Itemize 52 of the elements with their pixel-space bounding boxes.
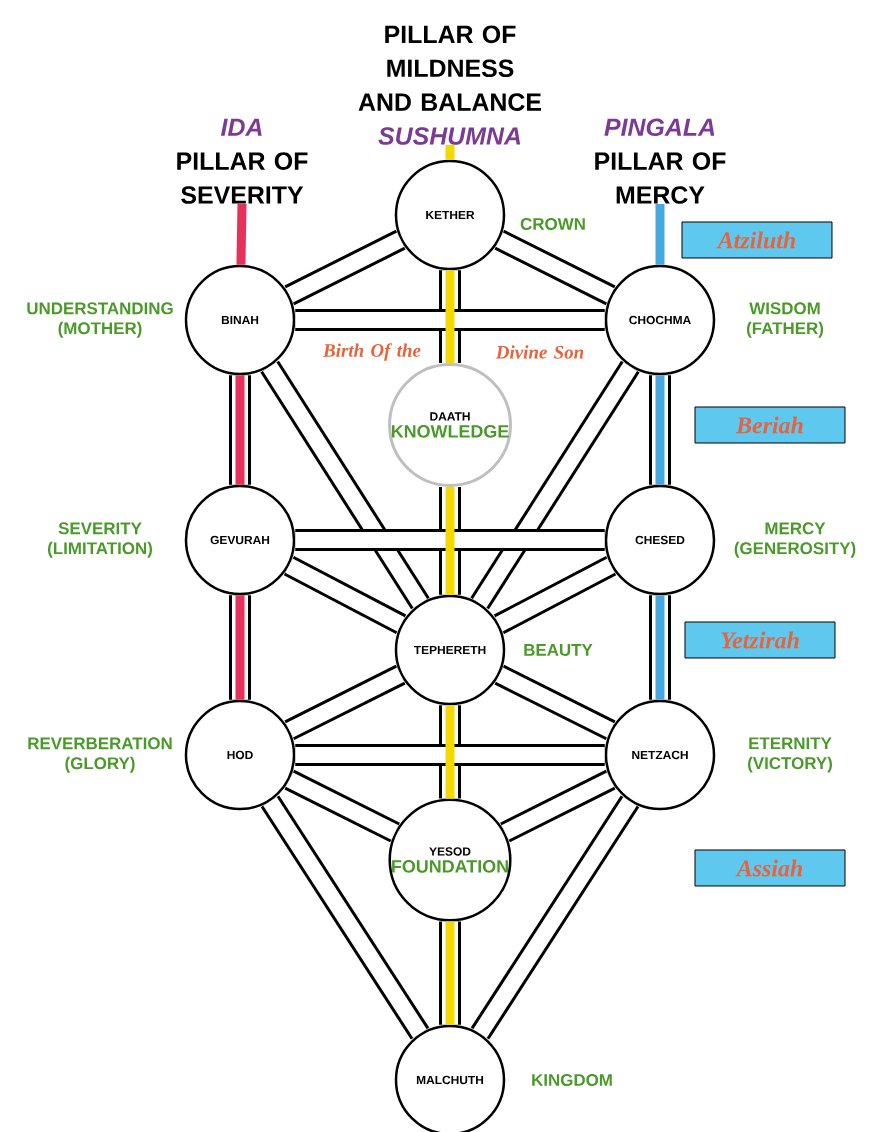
path-channel: [229, 375, 251, 485]
path-channel: [439, 921, 461, 1025]
path-channel: [439, 486, 461, 595]
sephirah-meaning: UNDERSTANDING (MOTHER): [27, 302, 173, 338]
path-channel: [295, 309, 605, 331]
path-channel: [295, 529, 605, 551]
path-channel: [439, 705, 461, 799]
path-channel: [649, 375, 671, 485]
sephirah-meaning: MERCY (GENEROSITY): [734, 522, 856, 558]
sephirah-meaning: KINGDOM: [532, 1074, 612, 1086]
pillar-line: [236, 203, 247, 265]
world-label-box: Yetzirah: [684, 621, 836, 659]
pillar-line: [445, 270, 455, 364]
sephirah-meaning: REVERBERATION (GLORY): [28, 737, 172, 773]
path-channel: [229, 595, 251, 700]
script-caption: Divine Son: [495, 345, 584, 359]
path-channel: [295, 744, 605, 766]
sephirah-meaning: CROWN: [520, 218, 585, 230]
pillar-heading: PINGALA PILLAR OF MERCY: [595, 118, 726, 204]
pillar-line: [445, 921, 455, 1025]
path-channel: [284, 664, 406, 741]
world-label-box: Beriah: [694, 406, 846, 444]
path-channel: [493, 555, 617, 635]
path-channel: [500, 769, 616, 843]
path-channel: [283, 555, 407, 635]
path-channel: [284, 769, 400, 843]
path-channel: [260, 795, 430, 1040]
pillar-heading: PILLAR OF MILDNESS AND BALANCE SUSHUMNA: [358, 25, 541, 145]
sephirah-meaning: WISDOM (FATHER): [746, 302, 824, 338]
sephirah-meaning: ETERNITY (VICTORY): [748, 737, 832, 773]
pillar-line: [655, 595, 665, 700]
path-channel: [260, 360, 430, 610]
path-channel: [439, 270, 461, 364]
path-channel: [494, 229, 616, 306]
world-label-box: Atziluth: [681, 221, 833, 259]
sephirah-meaning: BEAUTY: [524, 644, 593, 656]
pillar-line: [445, 486, 455, 595]
pillar-line: [655, 375, 665, 485]
path-channel: [649, 595, 671, 700]
path-channel: [284, 229, 406, 306]
path-channel: [494, 664, 616, 741]
pillar-heading: IDA PILLAR OF SEVERITY: [177, 118, 308, 204]
script-caption: Birth Of the: [322, 343, 421, 361]
pillar-line: [445, 145, 455, 160]
path-channel: [470, 795, 640, 1040]
world-label-box: Assiah: [694, 849, 846, 887]
sephirah-meaning: SEVERITY (LIMITATION): [48, 522, 152, 558]
pillar-line: [235, 375, 245, 485]
path-channel: [470, 360, 640, 610]
pillar-line: [235, 595, 245, 700]
pillar-line: [445, 705, 455, 799]
pillar-line: [655, 204, 665, 265]
